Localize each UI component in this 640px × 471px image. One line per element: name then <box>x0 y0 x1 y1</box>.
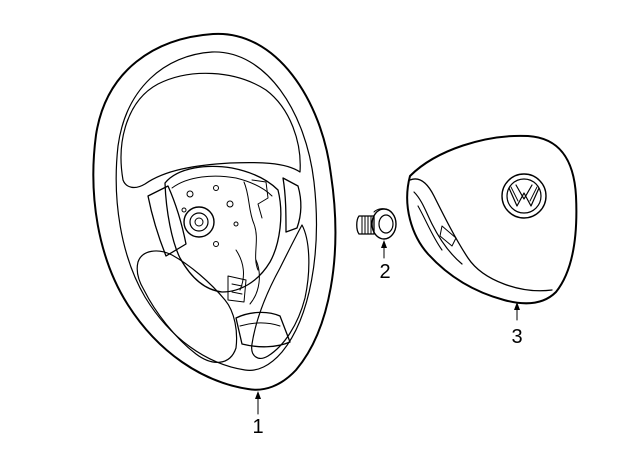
callout-2-arrowhead <box>381 240 387 248</box>
wheel-outer-rim <box>92 32 337 391</box>
callout-2: 2 <box>379 240 391 283</box>
wheel-right-spoke <box>282 177 302 233</box>
vw-emblem-logo <box>508 184 540 207</box>
wheel-hub-boss <box>183 206 215 238</box>
wheel-lower-right-opening <box>251 224 310 359</box>
callout-3-number: 3 <box>511 326 522 348</box>
airbag-housing-edge <box>409 178 553 292</box>
wheel-lower-left-opening <box>136 250 238 363</box>
callout-1: 1 <box>252 391 264 438</box>
callout-3: 3 <box>511 302 523 348</box>
wheel-upper-opening <box>120 72 301 189</box>
callout-1-arrowhead <box>255 391 261 399</box>
callout-1-number: 1 <box>252 416 263 438</box>
airbag-module <box>406 134 578 305</box>
steering-wheel <box>92 32 337 391</box>
bolt <box>356 208 397 240</box>
callout-2-number: 2 <box>379 261 390 283</box>
airbag-cover <box>406 134 578 305</box>
wheel-hub-plate <box>164 165 282 293</box>
airbag-mount-tab <box>439 225 457 247</box>
wheel-lower-spoke <box>235 311 291 348</box>
callout-3-arrowhead <box>514 302 520 310</box>
wheel-inner-rim <box>115 51 318 371</box>
vw-emblem <box>501 173 547 219</box>
wheel-left-spoke <box>147 185 187 257</box>
